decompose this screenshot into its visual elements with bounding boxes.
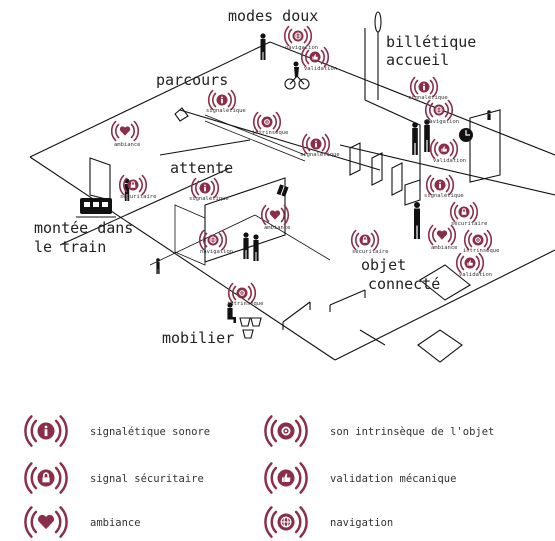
legend-item-intrinseque: son intrinsèque de l'objet: [264, 415, 494, 447]
map-icon-navigation: navigation: [424, 99, 459, 125]
map-icon-signaletique: signalétique: [408, 76, 448, 101]
map-icon-ambiance: ambiance: [427, 224, 458, 251]
svg-text:ambiance: ambiance: [114, 142, 141, 148]
map-icon-intrinseque: intrinsèque: [252, 111, 288, 136]
map-icon-ambiance: ambiance: [110, 120, 141, 148]
legend-item-signaletique: signalétique sonore: [24, 415, 210, 447]
map-sound-icons: navigation validation signalétique intri…: [110, 25, 499, 307]
map-icon-navigation: navigation: [283, 25, 318, 51]
zone-label-mobilier: mobilier: [162, 329, 234, 347]
svg-text:intrinsèque: intrinsèque: [252, 129, 288, 136]
zone-label-accueil: accueil: [386, 51, 449, 69]
zone-label-connecte: connecté: [368, 275, 440, 293]
map-icon-intrinseque: intrinsèque: [463, 229, 499, 254]
svg-text:signalétique: signalétique: [206, 107, 246, 114]
svg-text:signalétique: signalétique: [408, 94, 448, 101]
zone-labels: modes doux billétique accueil parcours a…: [34, 7, 476, 347]
legend-item-securitaire: signal sécuritaire: [24, 462, 204, 494]
legend-label: ambiance: [90, 517, 141, 529]
map-icon-validation: validation: [300, 46, 337, 72]
legend-item-navigation: navigation: [264, 506, 393, 538]
map-icon-securitaire: sécuritaire: [449, 201, 487, 227]
legend-label: son intrinsèque de l'objet: [330, 426, 494, 438]
svg-text:validation: validation: [459, 272, 492, 278]
legend: signalétique sonore son intrinsèque de l…: [24, 415, 494, 538]
clock-icon: [459, 128, 473, 142]
svg-text:sécuritaire: sécuritaire: [451, 220, 487, 227]
map-icon-ambiance: ambiance: [260, 204, 291, 231]
svg-text:ambiance: ambiance: [264, 225, 291, 231]
svg-text:navigation: navigation: [426, 119, 459, 125]
map-icon-validation: validation: [455, 252, 492, 278]
svg-text:sécuritaire: sécuritaire: [120, 193, 156, 200]
svg-text:intrinsèque: intrinsèque: [463, 247, 499, 254]
people: [124, 33, 491, 323]
zone-label-objet: objet: [361, 256, 406, 274]
svg-text:signalétique: signalétique: [424, 192, 464, 199]
svg-text:sécuritaire: sécuritaire: [352, 248, 388, 255]
cyclist-icon: [284, 61, 310, 90]
zone-label-attente: attente: [170, 159, 233, 177]
svg-text:intrinsèque: intrinsèque: [227, 300, 263, 307]
map-icon-validation: validation: [429, 138, 466, 164]
map-icon-signaletique: signalétique: [189, 177, 229, 202]
svg-text:ambiance: ambiance: [431, 245, 458, 251]
legend-label: validation mécanique: [330, 473, 456, 485]
legend-label: signalétique sonore: [90, 426, 210, 438]
legend-item-validation: validation mécanique: [264, 462, 456, 494]
map-icon-securitaire: sécuritaire: [350, 229, 388, 255]
station-outline: [29, 28, 555, 361]
zone-label-parcours: parcours: [156, 71, 228, 89]
walls: [89, 11, 501, 363]
zone-label-montee: montée dans: [34, 219, 133, 237]
zone-label-train: le train: [34, 238, 106, 256]
map-icon-signaletique: signalétique: [300, 133, 340, 158]
zone-label-billetique: billétique: [386, 33, 476, 51]
svg-text:validation: validation: [433, 158, 466, 164]
map-icon-securitaire: sécuritaire: [118, 174, 156, 200]
svg-text:navigation: navigation: [285, 45, 318, 51]
svg-text:signalétique: signalétique: [189, 195, 229, 202]
train-icon: [76, 198, 116, 218]
map-icon-signaletique: signalétique: [424, 174, 464, 199]
svg-text:signalétique: signalétique: [300, 151, 340, 158]
map-icon-signaletique: signalétique: [206, 89, 246, 114]
legend-label: navigation: [330, 517, 393, 529]
map-icon-intrinseque: intrinsèque: [227, 282, 263, 307]
map-icon-navigation: navigation: [198, 229, 233, 255]
svg-text:validation: validation: [304, 66, 337, 72]
zone-label-modes-doux: modes doux: [228, 7, 318, 25]
svg-text:navigation: navigation: [200, 249, 233, 255]
stools: [239, 317, 262, 339]
legend-item-ambiance: ambiance: [24, 506, 141, 538]
legend-label: signal sécuritaire: [90, 473, 204, 485]
